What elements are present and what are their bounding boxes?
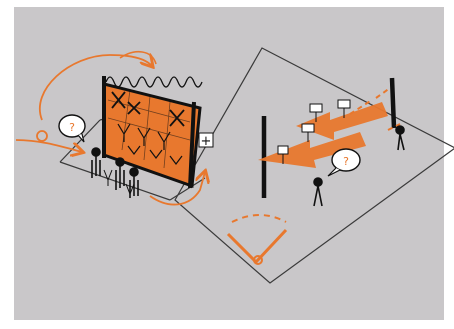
speech-bubble-left: ? xyxy=(59,115,85,142)
flow-arrow-left xyxy=(16,140,82,152)
orange-cone-arc xyxy=(232,215,286,222)
right-post-figure xyxy=(396,126,404,150)
coiled-wire xyxy=(106,77,202,87)
center-figure xyxy=(314,178,322,206)
post-right xyxy=(392,78,394,128)
svg-text:+: + xyxy=(201,134,212,149)
start-point xyxy=(37,131,47,141)
svg-text:?: ? xyxy=(69,121,75,134)
plus-marker: + xyxy=(199,133,213,149)
orange-cone xyxy=(228,230,286,262)
svg-text:?: ? xyxy=(343,155,349,168)
